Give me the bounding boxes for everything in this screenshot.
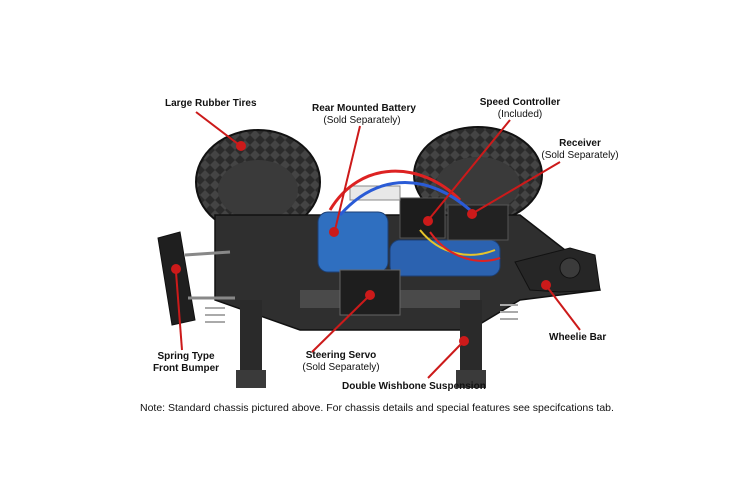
wheelie-bar-part bbox=[514, 247, 601, 293]
label-text: Receiver bbox=[559, 138, 601, 149]
left-tire bbox=[195, 129, 321, 235]
label-front-bumper: Spring Type Front Bumper bbox=[148, 351, 224, 375]
label-text: Large Rubber Tires bbox=[165, 98, 257, 109]
callout-wheelie-bar bbox=[541, 280, 581, 331]
callout-speed-controller bbox=[423, 119, 511, 226]
footnote: Note: Standard chassis pictured above. F… bbox=[140, 402, 614, 414]
label-subtext: (Sold Separately) bbox=[541, 150, 619, 161]
label-subtext: (Included) bbox=[497, 109, 543, 120]
label-rear-mounted-battery: Rear Mounted Battery (Sold Separately) bbox=[312, 103, 416, 127]
label-text: Steering Servo bbox=[305, 350, 377, 361]
electronics bbox=[328, 169, 509, 262]
label-wheelie-bar: Wheelie Bar bbox=[549, 332, 606, 344]
label-subtext: (Sold Separately) bbox=[302, 362, 380, 373]
label-receiver: Receiver (Sold Separately) bbox=[540, 138, 620, 162]
label-text: Double Wishbone Suspension bbox=[342, 381, 486, 392]
label-large-rubber-tires: Large Rubber Tires bbox=[165, 98, 257, 110]
label-text: Wheelie Bar bbox=[549, 332, 607, 343]
callout-battery bbox=[329, 125, 361, 237]
label-text: Speed Controller bbox=[479, 97, 561, 108]
label-subtext: (Sold Separately) bbox=[323, 115, 401, 126]
callout-suspension bbox=[427, 336, 469, 379]
label-double-wishbone-suspension: Double Wishbone Suspension bbox=[342, 381, 486, 393]
callout-steering-servo bbox=[311, 290, 375, 353]
label-steering-servo: Steering Servo (Sold Separately) bbox=[296, 350, 386, 374]
label-text: Front Bumper bbox=[152, 363, 220, 374]
label-speed-controller: Speed Controller (Included) bbox=[475, 97, 565, 121]
label-text: Spring Type bbox=[157, 351, 215, 362]
label-text: Rear Mounted Battery bbox=[312, 103, 416, 114]
callout-front-bumper bbox=[171, 264, 183, 351]
callout-receiver bbox=[467, 161, 561, 219]
suspension-parts bbox=[205, 300, 518, 388]
callout-tires bbox=[195, 111, 246, 151]
